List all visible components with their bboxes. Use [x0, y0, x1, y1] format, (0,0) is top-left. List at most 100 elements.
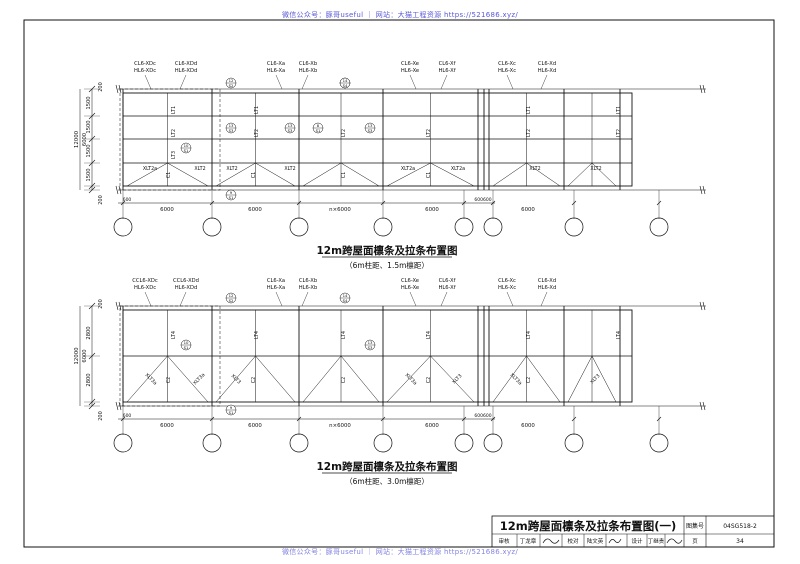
- diagonal-tie: [126, 162, 168, 187]
- grid-axis-bubble: [113, 433, 133, 453]
- dim-text-left: 1500: [86, 120, 92, 133]
- dim-text-bottom: 6000: [160, 423, 174, 429]
- purlin-leader: [144, 291, 152, 307]
- dim-text-left: 2800: [86, 373, 92, 386]
- purlin-leader: [275, 291, 283, 307]
- purlin-leader: [440, 74, 448, 90]
- grid-axis-bubble: [483, 217, 503, 237]
- rod-label: LT4: [616, 331, 622, 339]
- purlin-label-cl: CL6-Xa: [267, 278, 285, 284]
- diagonal-tie: [255, 355, 296, 403]
- callout-sheet: S4: [343, 83, 348, 88]
- callout-sheet: S2: [229, 83, 234, 88]
- rod-label: C2: [526, 377, 532, 383]
- callout-number: 9: [230, 190, 233, 195]
- callout-number: 12: [229, 78, 234, 83]
- dim-text-small: 600: [123, 413, 132, 419]
- callout-number: 13: [368, 123, 373, 128]
- purlin-label-hl: HL6-Xb: [299, 68, 318, 74]
- callout-sheet: S1: [229, 410, 234, 415]
- callout-number: 14: [343, 78, 348, 83]
- plan-1-purlin-layout: CL6-XDcHL6-XDcCL6-XDdHL6-XDdCL6-XaHL6-Xa…: [74, 61, 706, 270]
- callout-sheet: S3: [229, 128, 234, 133]
- purlin-leader: [179, 291, 187, 307]
- purlin-label-cl: CL6-Xf: [439, 278, 456, 284]
- rod-label: C2: [166, 377, 172, 383]
- grid-axis-bubble: [373, 433, 393, 453]
- dim-text-small: 600600: [474, 197, 491, 203]
- diagonal-tie: [255, 162, 296, 187]
- dim-text-left: 2800: [86, 326, 92, 339]
- break-mark: [699, 301, 706, 311]
- purlin-label-hl: HL6-XDd: [175, 285, 198, 291]
- dim-text-small: 600600: [474, 413, 491, 419]
- diagonal-tie: [302, 162, 342, 187]
- purlin-label-hl: HL6-XDc: [134, 285, 156, 291]
- rod-label: C2: [251, 377, 257, 383]
- dim-text-bottom: 6000: [521, 207, 535, 213]
- purlin-label-cl: CCL6-XDd: [173, 278, 199, 284]
- callout-number: 9: [230, 405, 233, 410]
- titleblock-title: 12m跨屋面檩条及拉条布置图(一): [500, 519, 677, 533]
- dim-text-small: 600: [123, 197, 132, 203]
- rod-label: XLT2: [590, 166, 601, 172]
- rod-label: XLT2: [529, 166, 540, 172]
- titleblock-atlas-no: 04SG518-2: [723, 523, 757, 530]
- titleblock-page-no: 34: [736, 538, 744, 545]
- dim-text-half: 6000: [82, 133, 88, 146]
- purlin-leader: [144, 74, 152, 90]
- purlin-label-hl: HL6-Xf: [438, 285, 455, 291]
- dim-text-bottom: 6000: [160, 207, 174, 213]
- diagonal-tie: [526, 355, 561, 403]
- dim-text-half: 6000: [82, 349, 88, 362]
- purlin-leader: [540, 291, 548, 307]
- rod-label: LT4: [171, 331, 177, 339]
- purlin-label-hl: HL6-Xc: [498, 68, 516, 74]
- diagonal-tie: [492, 162, 527, 187]
- dim-text-left: 1500: [86, 96, 92, 109]
- rod-label: LT2: [616, 129, 622, 137]
- dim-text-bottom: n×6000: [329, 207, 351, 213]
- diagonal-tie: [492, 355, 527, 403]
- diagonal-tie: [591, 355, 617, 403]
- rod-label: XLT2: [194, 166, 205, 172]
- titleblock-design-label: 设计: [631, 537, 643, 545]
- purlin-leader: [440, 291, 448, 307]
- rod-label: XLT3a: [192, 372, 206, 386]
- grid-axis-bubble: [564, 433, 584, 453]
- callout-number: 12: [229, 293, 234, 298]
- purlin-label-hl: HL6-Xd: [538, 285, 557, 291]
- purlin-label-hl: HL6-XDd: [175, 68, 198, 74]
- diagonal-tie: [126, 355, 168, 403]
- zone-dashed-box: [119, 88, 221, 191]
- rod-label: XLT2a: [143, 166, 157, 172]
- watermark-bottom: 微信公众号：豚哥useful ｜ 网站：大猫工程资源 https://52168…: [281, 548, 519, 556]
- titleblock-page-label: 页: [692, 538, 698, 545]
- callout-number: 14: [343, 293, 348, 298]
- dim-text-edge: 200: [98, 299, 104, 309]
- sheet-border: [23, 19, 775, 548]
- diagonal-tie: [430, 355, 475, 403]
- rod-label: C1: [251, 172, 257, 178]
- grid-axis-bubble: [564, 217, 584, 237]
- break-mark: [699, 84, 706, 94]
- rod-label: XLT3a: [404, 372, 418, 386]
- signature-checker: [608, 538, 622, 544]
- rod-label: C2: [341, 377, 347, 383]
- roof-outline: [122, 92, 633, 187]
- callout-sheet: S3: [368, 345, 373, 350]
- purlin-label-cl: CL6-Xc: [498, 278, 516, 284]
- purlin-label-hl: HL6-Xb: [299, 285, 318, 291]
- titleblock-check-label: 校对: [567, 537, 579, 545]
- callout-number: 13: [368, 340, 373, 345]
- dim-text-bottom: 6000: [248, 207, 262, 213]
- grid-axis-bubble: [649, 217, 669, 237]
- purlin-label-cl: CL6-Xe: [401, 61, 419, 67]
- rod-label: LT2: [341, 129, 347, 137]
- rod-label: C1: [341, 172, 347, 178]
- callout-sheet: S3: [288, 128, 293, 133]
- grid-axis-bubble: [289, 217, 309, 237]
- callout-sheet: S2: [229, 298, 234, 303]
- rod-label: XLT3: [230, 373, 242, 385]
- dim-text-bottom: 6000: [521, 423, 535, 429]
